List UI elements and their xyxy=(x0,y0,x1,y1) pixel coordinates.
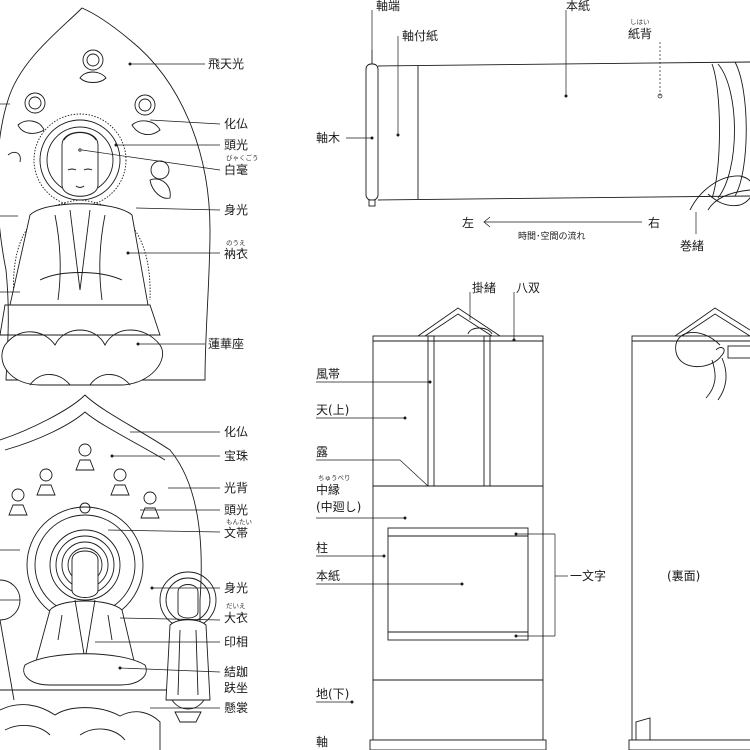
label-left: 左 xyxy=(462,215,474,230)
seated-buddha-labels: 飛天光 化仏 頭光 びゃくごう 白毫 身光 のうえ 衲衣 蓮華座 xyxy=(208,57,259,351)
triad-leaders xyxy=(0,431,221,709)
triad-labels: 化仏 宝珠 光背 頭光 もんたい 文帯 身光 だいえ 大衣 印相 結跏 趺坐 懸… xyxy=(224,425,252,715)
body-halo xyxy=(13,199,151,301)
label-futai: 風帯 xyxy=(316,367,340,381)
label-fuza: 趺坐 xyxy=(224,680,248,695)
label-rengeza: 蓮華座 xyxy=(208,336,244,351)
label-montai: 文帯 xyxy=(224,525,248,540)
triad-mandorla xyxy=(0,394,202,691)
label-noe: 衲衣 xyxy=(224,246,248,261)
ruby-shihai: しはい xyxy=(630,18,650,26)
label-mosho: 懸裳 xyxy=(224,701,248,715)
label-daie: 大衣 xyxy=(224,610,248,625)
label-hassou: 八双 xyxy=(516,281,540,295)
label-jikuzukegami: 軸付紙 xyxy=(402,28,438,43)
handscroll-labels: 軸端 軸付紙 本紙 しはい 紙背 軸木 左 時間･空間の流れ 右 巻緒 xyxy=(316,0,704,253)
ruby-montai: もんたい xyxy=(226,518,252,526)
hanging-scroll-labels: 掛緒 八双 風帯 天(上) 露 ちゅうべり 中縁 (中廻し) 柱 本紙 一文字 … xyxy=(316,280,606,749)
label-hoju: 宝珠 xyxy=(224,449,248,463)
label-kohai: 光背 xyxy=(224,481,248,495)
buddha-triad-figure xyxy=(0,394,217,750)
back-cord xyxy=(675,331,725,367)
hanging-scroll-back xyxy=(628,307,750,750)
label-zuko: 頭光 xyxy=(224,138,248,152)
ruby-chuberi: ちゅうべり xyxy=(318,474,351,482)
label-tsuyu: 露 xyxy=(316,445,328,459)
label-hashira: 柱 xyxy=(316,540,328,555)
lotus-throne xyxy=(1,329,163,386)
futai-right xyxy=(483,335,491,487)
label-inso: 印相 xyxy=(224,635,248,649)
label-ichimonji: 一文字 xyxy=(570,568,606,583)
label-chuberi: 中縁 xyxy=(316,482,340,497)
triad-small-buddhas xyxy=(8,443,160,519)
label-chi: 地(下) xyxy=(316,687,349,701)
hanging-scroll-front xyxy=(369,307,547,750)
futai-left xyxy=(427,335,435,487)
label-flow: 時間･空間の流れ xyxy=(518,230,586,242)
label-hanging-honshi: 本紙 xyxy=(316,568,340,583)
label-byakugo: 白毫 xyxy=(224,162,248,177)
label-right: 右 xyxy=(648,215,660,230)
makio-cord xyxy=(689,175,750,211)
label-triad-zuko: 頭光 xyxy=(224,503,248,517)
ruby-noe: のうえ xyxy=(226,239,246,247)
seated-buddha-figure xyxy=(0,7,211,386)
hanging-scroll-leaders xyxy=(316,292,568,704)
label-hitenko: 飛天光 xyxy=(208,57,244,71)
mandorla-outline xyxy=(0,7,211,381)
label-triad-shinko: 身光 xyxy=(224,580,248,595)
seated-buddha-leaders xyxy=(0,62,221,346)
scroll-frame xyxy=(372,335,544,741)
label-ten: 天(上) xyxy=(316,403,349,417)
label-kebutsu: 化仏 xyxy=(224,117,248,131)
label-triad-kebutsu: 化仏 xyxy=(224,425,248,439)
label-chumawashi: (中廻し) xyxy=(316,499,361,514)
label-scroll-honshi: 本紙 xyxy=(566,0,590,13)
label-jikugi: 軸木 xyxy=(316,131,340,145)
label-jikutan: 軸端 xyxy=(376,0,400,13)
handscroll-figure xyxy=(346,10,750,234)
label-shihai: 紙背 xyxy=(628,26,652,41)
label-kakeo: 掛緒 xyxy=(472,280,496,295)
ruby-daie: だいえ xyxy=(226,602,246,610)
label-shinko: 身光 xyxy=(224,202,248,217)
label-back: (裏面) xyxy=(667,568,700,583)
label-kekka: 結跏 xyxy=(224,664,248,679)
label-makio: 巻緒 xyxy=(680,238,704,253)
label-jiku: 軸 xyxy=(316,735,328,749)
ruby-byakugo: びゃくごう xyxy=(226,153,259,162)
